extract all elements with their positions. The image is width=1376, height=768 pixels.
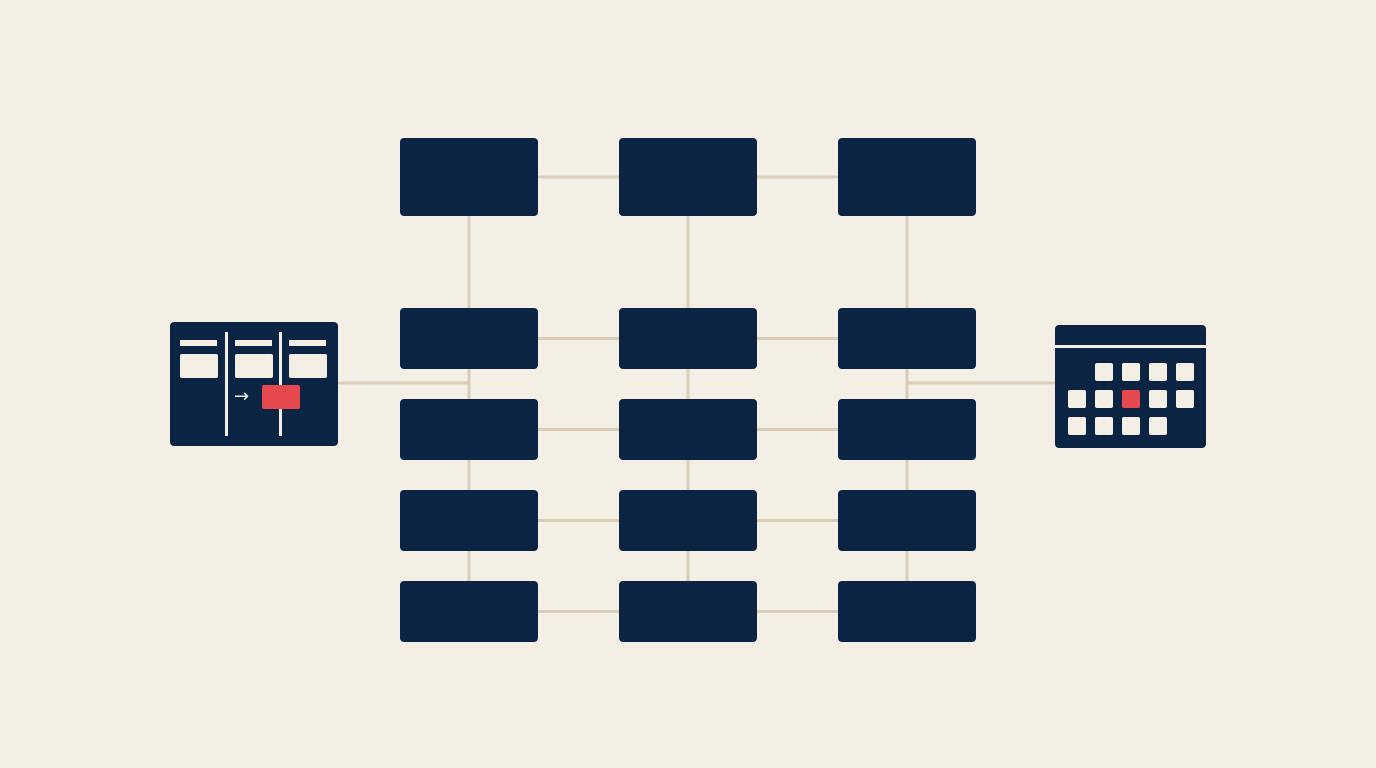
calendar-day-cell <box>1068 417 1086 435</box>
diagram-node <box>400 490 538 551</box>
kanban-column-divider <box>225 332 228 436</box>
calendar-day-cell <box>1095 363 1113 381</box>
calendar-day-cell <box>1095 417 1113 435</box>
calendar-day-cell <box>1095 390 1113 408</box>
kanban-card <box>180 354 218 378</box>
calendar-header-rule <box>1055 345 1206 348</box>
diagram-node <box>400 581 538 642</box>
kanban-moved-card <box>262 385 300 409</box>
diagram-node <box>619 399 757 460</box>
calendar-day-cell <box>1068 390 1086 408</box>
kanban-column-header <box>289 340 326 346</box>
kanban-board-icon: → <box>170 322 338 446</box>
diagram-node <box>619 581 757 642</box>
diagram-node <box>838 138 976 216</box>
diagram-node <box>400 399 538 460</box>
diagram-node <box>838 490 976 551</box>
calendar-day-cell <box>1122 363 1140 381</box>
calendar-icon <box>1055 325 1206 448</box>
kanban-card <box>289 354 327 378</box>
calendar-day-cell <box>1149 390 1167 408</box>
diagram-node <box>838 399 976 460</box>
calendar-day-cell <box>1176 363 1194 381</box>
calendar-day-cell <box>1122 417 1140 435</box>
calendar-day-cell <box>1176 390 1194 408</box>
diagram-node <box>400 308 538 369</box>
kanban-card <box>235 354 273 378</box>
diagram-node <box>619 490 757 551</box>
kanban-column-header <box>180 340 217 346</box>
diagram-node <box>838 581 976 642</box>
kanban-column-header <box>235 340 272 346</box>
diagram-node <box>838 308 976 369</box>
calendar-selected-day <box>1122 390 1140 408</box>
calendar-day-cell <box>1149 417 1167 435</box>
diagram-node <box>619 308 757 369</box>
diagram-node <box>400 138 538 216</box>
move-arrow-icon: → <box>234 386 250 407</box>
diagram-node <box>619 138 757 216</box>
calendar-day-cell <box>1149 363 1167 381</box>
kanban-column-divider <box>279 332 282 436</box>
